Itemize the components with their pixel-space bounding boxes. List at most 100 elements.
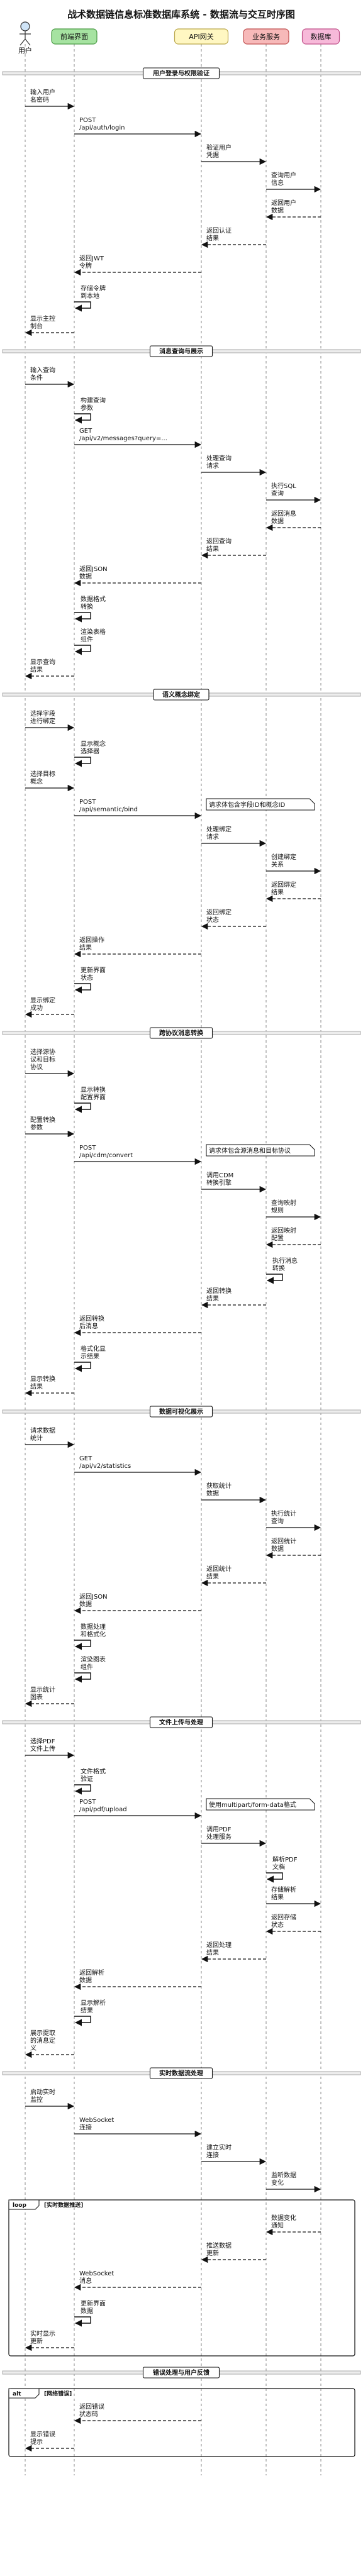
message-label: 统计: [30, 1434, 43, 1442]
message-label: 解析PDF: [272, 1855, 298, 1863]
self-message-arrow: [74, 2316, 91, 2327]
message-label: 验证: [81, 1775, 93, 1783]
message-label: 更新界面: [81, 2299, 106, 2307]
self-message-arrow: [266, 1872, 283, 1883]
message-label: 关系: [271, 860, 284, 869]
message-label: /api/v2/messages?query=...: [79, 435, 167, 442]
participant-user: 用户: [18, 21, 32, 55]
message-label: GET: [79, 1455, 92, 1462]
self-message-arrow: [74, 1640, 91, 1650]
message-label: 数据: [206, 1489, 219, 1497]
frame-keyword: loop: [13, 2202, 26, 2209]
section-label-box: [153, 689, 209, 701]
message-label: 创建绑定: [271, 853, 296, 861]
message-label: 返回查询: [206, 537, 232, 545]
note-box: [206, 1798, 315, 1811]
message-label: 返回映射: [271, 1227, 296, 1235]
actor-icon: [20, 21, 30, 31]
message-label: 执行消息: [272, 1257, 298, 1265]
message-label: 协议: [30, 1063, 43, 1071]
message-label: 实时显示: [30, 2329, 55, 2338]
message-label: 义: [30, 2045, 36, 2052]
message: GET/api/v2/messages?query=...: [74, 428, 202, 448]
message-label: 返回统计: [271, 1537, 296, 1545]
message-label: 执行SQL: [271, 482, 296, 490]
message-label: 返回JSON: [79, 1593, 108, 1601]
message-label: 验证用户: [206, 143, 232, 152]
message-label: 渲染表格: [81, 628, 106, 636]
message-label: /api/cdm/convert: [79, 1152, 133, 1159]
self-message-arrow: [74, 1362, 91, 1372]
message-label: 图表: [30, 1693, 43, 1701]
participant-label: API网关: [189, 32, 213, 41]
message-label: 格式化显: [81, 1345, 106, 1353]
message: POST/api/semantic/bind: [74, 799, 202, 819]
message-label: 通知: [271, 2221, 284, 2229]
message-label: 显示统计: [30, 1685, 55, 1694]
section-title: 跨协议消息转换: [159, 1029, 204, 1037]
section-title: 消息查询与展示: [159, 347, 203, 355]
message-label: POST: [79, 1799, 96, 1806]
message-label: 结果: [206, 1294, 219, 1302]
message-label: 返回认证: [206, 226, 232, 235]
message-label: 提示: [30, 2438, 43, 2446]
message-label: 显示错误: [30, 2430, 55, 2438]
section-title: 数据可视化展示: [159, 1407, 203, 1416]
frame-tab: [8, 2199, 40, 2210]
message-label: /api/pdf/upload: [79, 1806, 127, 1813]
message-label: 变化: [271, 2179, 284, 2187]
message-label: 返回JSON: [79, 565, 108, 573]
message-label: 存储解析: [271, 1885, 296, 1894]
message-label: 结果: [79, 943, 92, 952]
message-label: 转换: [81, 602, 93, 611]
message-label: 成功: [30, 1004, 43, 1012]
actor-icon: [20, 31, 31, 46]
message-label: 配置: [271, 1235, 284, 1242]
participant-box: [174, 28, 229, 45]
message-label: 文件格式: [81, 1767, 106, 1775]
message-label: 规则: [271, 1206, 284, 1214]
participant-label: 用户: [18, 46, 32, 55]
message-label: 连接: [206, 2151, 219, 2159]
participant-fe: 前端界面: [51, 28, 98, 45]
frame-box: [8, 2199, 355, 2357]
message: GET/api/v2/statistics: [74, 1455, 202, 1476]
note-text: 请求体包含源消息和目标协议: [209, 1146, 291, 1155]
message-label: 处理绑定: [206, 825, 232, 833]
participant-svc: 业务服务: [243, 28, 289, 45]
message-label: 名密码: [30, 96, 49, 104]
message-label: 议和目标: [30, 1056, 55, 1063]
participant-api: API网关: [174, 28, 229, 45]
message-label: 显示转换: [30, 1375, 55, 1383]
message-label: 数据: [81, 2307, 93, 2315]
